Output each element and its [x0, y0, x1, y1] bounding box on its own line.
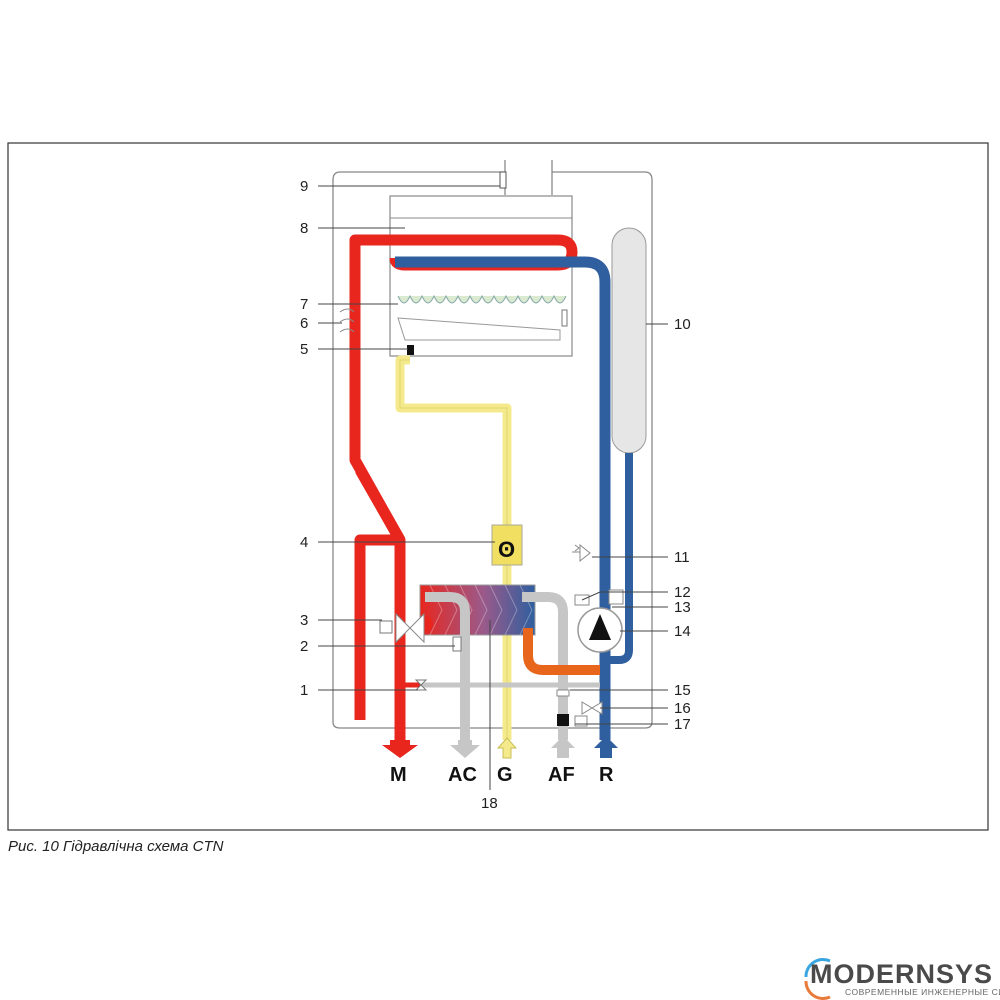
boiler-casing: [332, 171, 653, 729]
ignition-electrode: [561, 309, 568, 327]
figure-caption: Рис. 10 Гідравлічна схема CTN: [8, 838, 224, 855]
connection-m: M: [390, 764, 407, 786]
label-6: 6: [300, 315, 308, 332]
drain-valve: [581, 701, 603, 715]
connection-ac: AC: [448, 764, 477, 786]
bypass-pipe: [523, 628, 600, 675]
arrow-af-icon: [551, 736, 575, 758]
pump-arrow-icon: [589, 614, 611, 640]
label-10: 10: [674, 316, 691, 333]
air-vent: [608, 589, 624, 605]
dhw-outlet-pipe: [425, 592, 470, 740]
label-1: 1: [300, 682, 308, 699]
gas-valve-symbol: ʘ: [498, 537, 515, 562]
label-2: 2: [300, 638, 308, 655]
dhw-sensor: [452, 636, 462, 652]
arrow-m-icon: [382, 740, 418, 758]
arrow-r-icon: [594, 736, 618, 758]
overheat-thermostat: [339, 308, 355, 333]
combustion-chamber: [389, 195, 573, 357]
flue-thermostat: [499, 171, 507, 189]
burner-flames: [397, 294, 567, 304]
flue-outlet: [504, 160, 553, 195]
label-5: 5: [300, 341, 308, 358]
label-4: 4: [300, 534, 308, 551]
filter: [557, 714, 569, 726]
label-18: 18: [481, 795, 498, 812]
arrow-ac-icon: [450, 740, 480, 758]
label-17: 17: [674, 716, 691, 733]
cold-inlet-pipe: [522, 592, 568, 740]
label-12: 12: [674, 584, 691, 601]
label-7: 7: [300, 296, 308, 313]
label-8: 8: [300, 220, 308, 237]
flow-sensor: [556, 689, 570, 697]
label-3: 3: [300, 612, 308, 629]
expansion-vessel: [611, 227, 647, 454]
label-16: 16: [674, 700, 691, 717]
logo-arc-icon: [804, 958, 831, 1000]
figure-frame: [7, 142, 989, 831]
connection-g: G: [497, 764, 513, 786]
flow-pipe-bend: [355, 467, 405, 543]
three-way-valve: [395, 612, 425, 644]
modernsys-logo: MODERNSYS СОВРЕМЕННЫЕ ИНЖЕНЕРНЫЕ СИСТЕМЫ: [800, 955, 1000, 1000]
label-13: 13: [674, 599, 691, 616]
valve-actuator: [379, 620, 393, 634]
label-14: 14: [674, 623, 691, 640]
connection-r: R: [599, 764, 614, 786]
label-11: 11: [674, 549, 690, 566]
safety-valve: [579, 543, 591, 563]
gas-valve: [491, 524, 523, 566]
burner-manifold: [397, 317, 561, 341]
label-15: 15: [674, 682, 691, 699]
connection-af: AF: [548, 764, 575, 786]
logo-name: MODERNSYS: [810, 959, 994, 989]
expansion-pipe: [605, 453, 633, 664]
arrow-g-icon: [496, 737, 518, 759]
logo-tagline: СОВРЕМЕННЫЕ ИНЖЕНЕРНЫЕ СИСТЕМЫ: [845, 987, 1000, 997]
return-pipe-cold: [395, 256, 611, 740]
bypass-valve: [574, 715, 588, 727]
leader-lines: [318, 185, 668, 790]
flame-sensor: [407, 345, 414, 355]
label-9: 9: [300, 178, 308, 195]
